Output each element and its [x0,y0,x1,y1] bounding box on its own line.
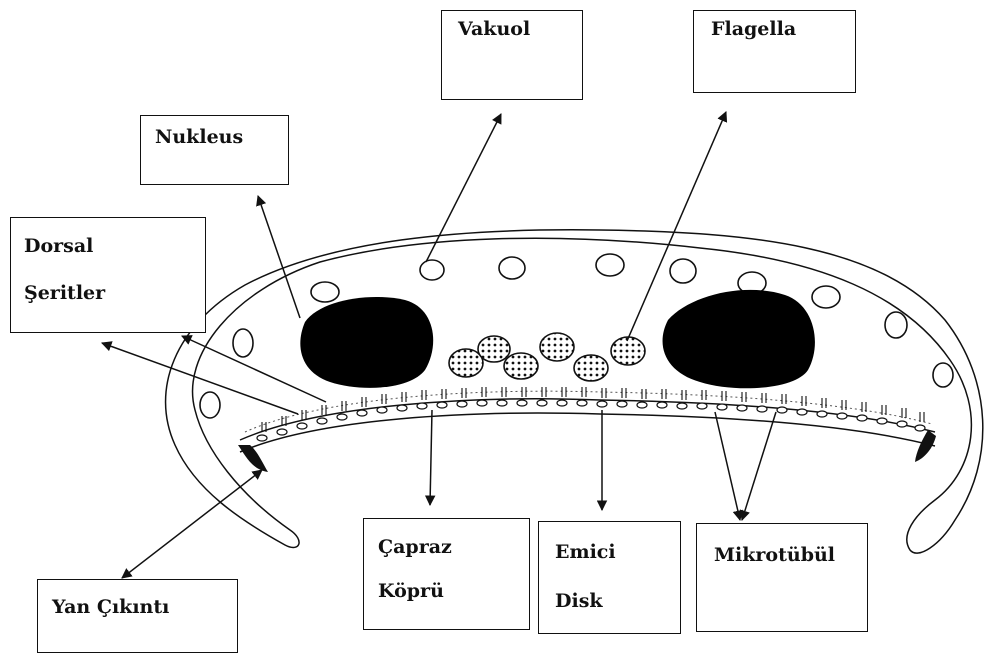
capraz-label-box [363,518,530,630]
emici-disk-label-line1: Emici [555,543,616,562]
lateral-crest-left [238,445,268,472]
vakuol-label: Vakuol [458,20,530,39]
emici-disk-label-line2: Disk [555,592,603,611]
cell-outline [166,230,983,553]
capraz-label-line2: Köprü [378,582,444,601]
yan-cikinti-label: Yan Çıkıntı [52,598,169,617]
emici-disk-label-box [538,521,681,634]
nucleus-right [663,290,815,388]
microtubule-row [257,400,925,441]
dorsal-label-line1: Dorsal [24,237,93,256]
mikrotubul-label-box [696,523,868,632]
nukleus-label: Nukleus [155,128,243,147]
mikrotubul-label: Mikrotübül [714,546,835,565]
dorsal-label-line2: Şeritler [24,284,105,303]
flagella-group [449,333,645,381]
flagella-label: Flagella [711,20,796,39]
capraz-label-line1: Çapraz [378,538,452,557]
nucleus-left [300,297,433,388]
